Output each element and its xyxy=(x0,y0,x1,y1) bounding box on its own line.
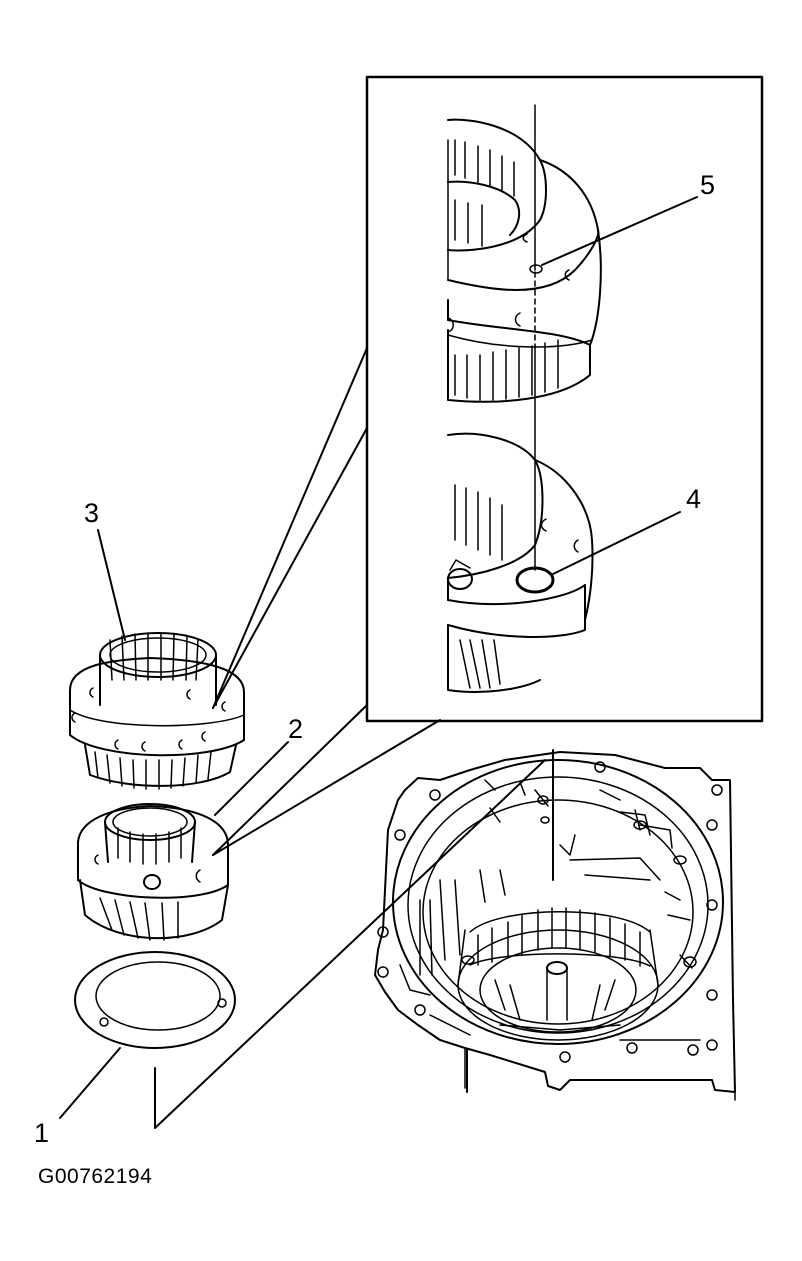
case-bolt-holes xyxy=(378,762,722,1062)
part-2-pin xyxy=(144,875,160,889)
callout-5: 5 xyxy=(700,170,716,200)
transmission-case xyxy=(375,752,735,1100)
part-1-washer xyxy=(75,952,235,1048)
detail-splines-top xyxy=(455,140,514,246)
detail-lower-carrier xyxy=(448,434,593,692)
detail-oring-4 xyxy=(517,568,553,592)
install-bracket xyxy=(155,760,545,1128)
detail-frame xyxy=(367,77,762,721)
leader-line-5 xyxy=(542,197,697,265)
part-2-carrier xyxy=(78,804,228,940)
figure-id: G00762194 xyxy=(38,1165,153,1188)
detail-upper-hub xyxy=(448,120,601,402)
detail-inset xyxy=(367,77,762,721)
case-center-hub xyxy=(547,962,567,974)
part-2-splines xyxy=(100,828,181,940)
detail-splines-bottom xyxy=(455,340,558,400)
detail-pin xyxy=(448,569,472,589)
leader-line-4 xyxy=(551,512,680,575)
part-3-splines xyxy=(95,633,211,789)
detail-carrier-splines xyxy=(455,485,502,688)
leader-line-1 xyxy=(60,1048,120,1118)
part-3-clutch-hub xyxy=(70,633,244,789)
leader-line-3 xyxy=(98,530,125,640)
leader-line-2 xyxy=(215,742,288,815)
projection-lines xyxy=(213,348,440,855)
callout-1: 1 xyxy=(34,1118,50,1148)
callout-4: 4 xyxy=(686,484,702,514)
case-inner-splines xyxy=(470,908,650,966)
callout-2: 2 xyxy=(288,714,304,744)
callout-3: 3 xyxy=(84,498,100,528)
case-internal-detail xyxy=(400,780,700,1040)
